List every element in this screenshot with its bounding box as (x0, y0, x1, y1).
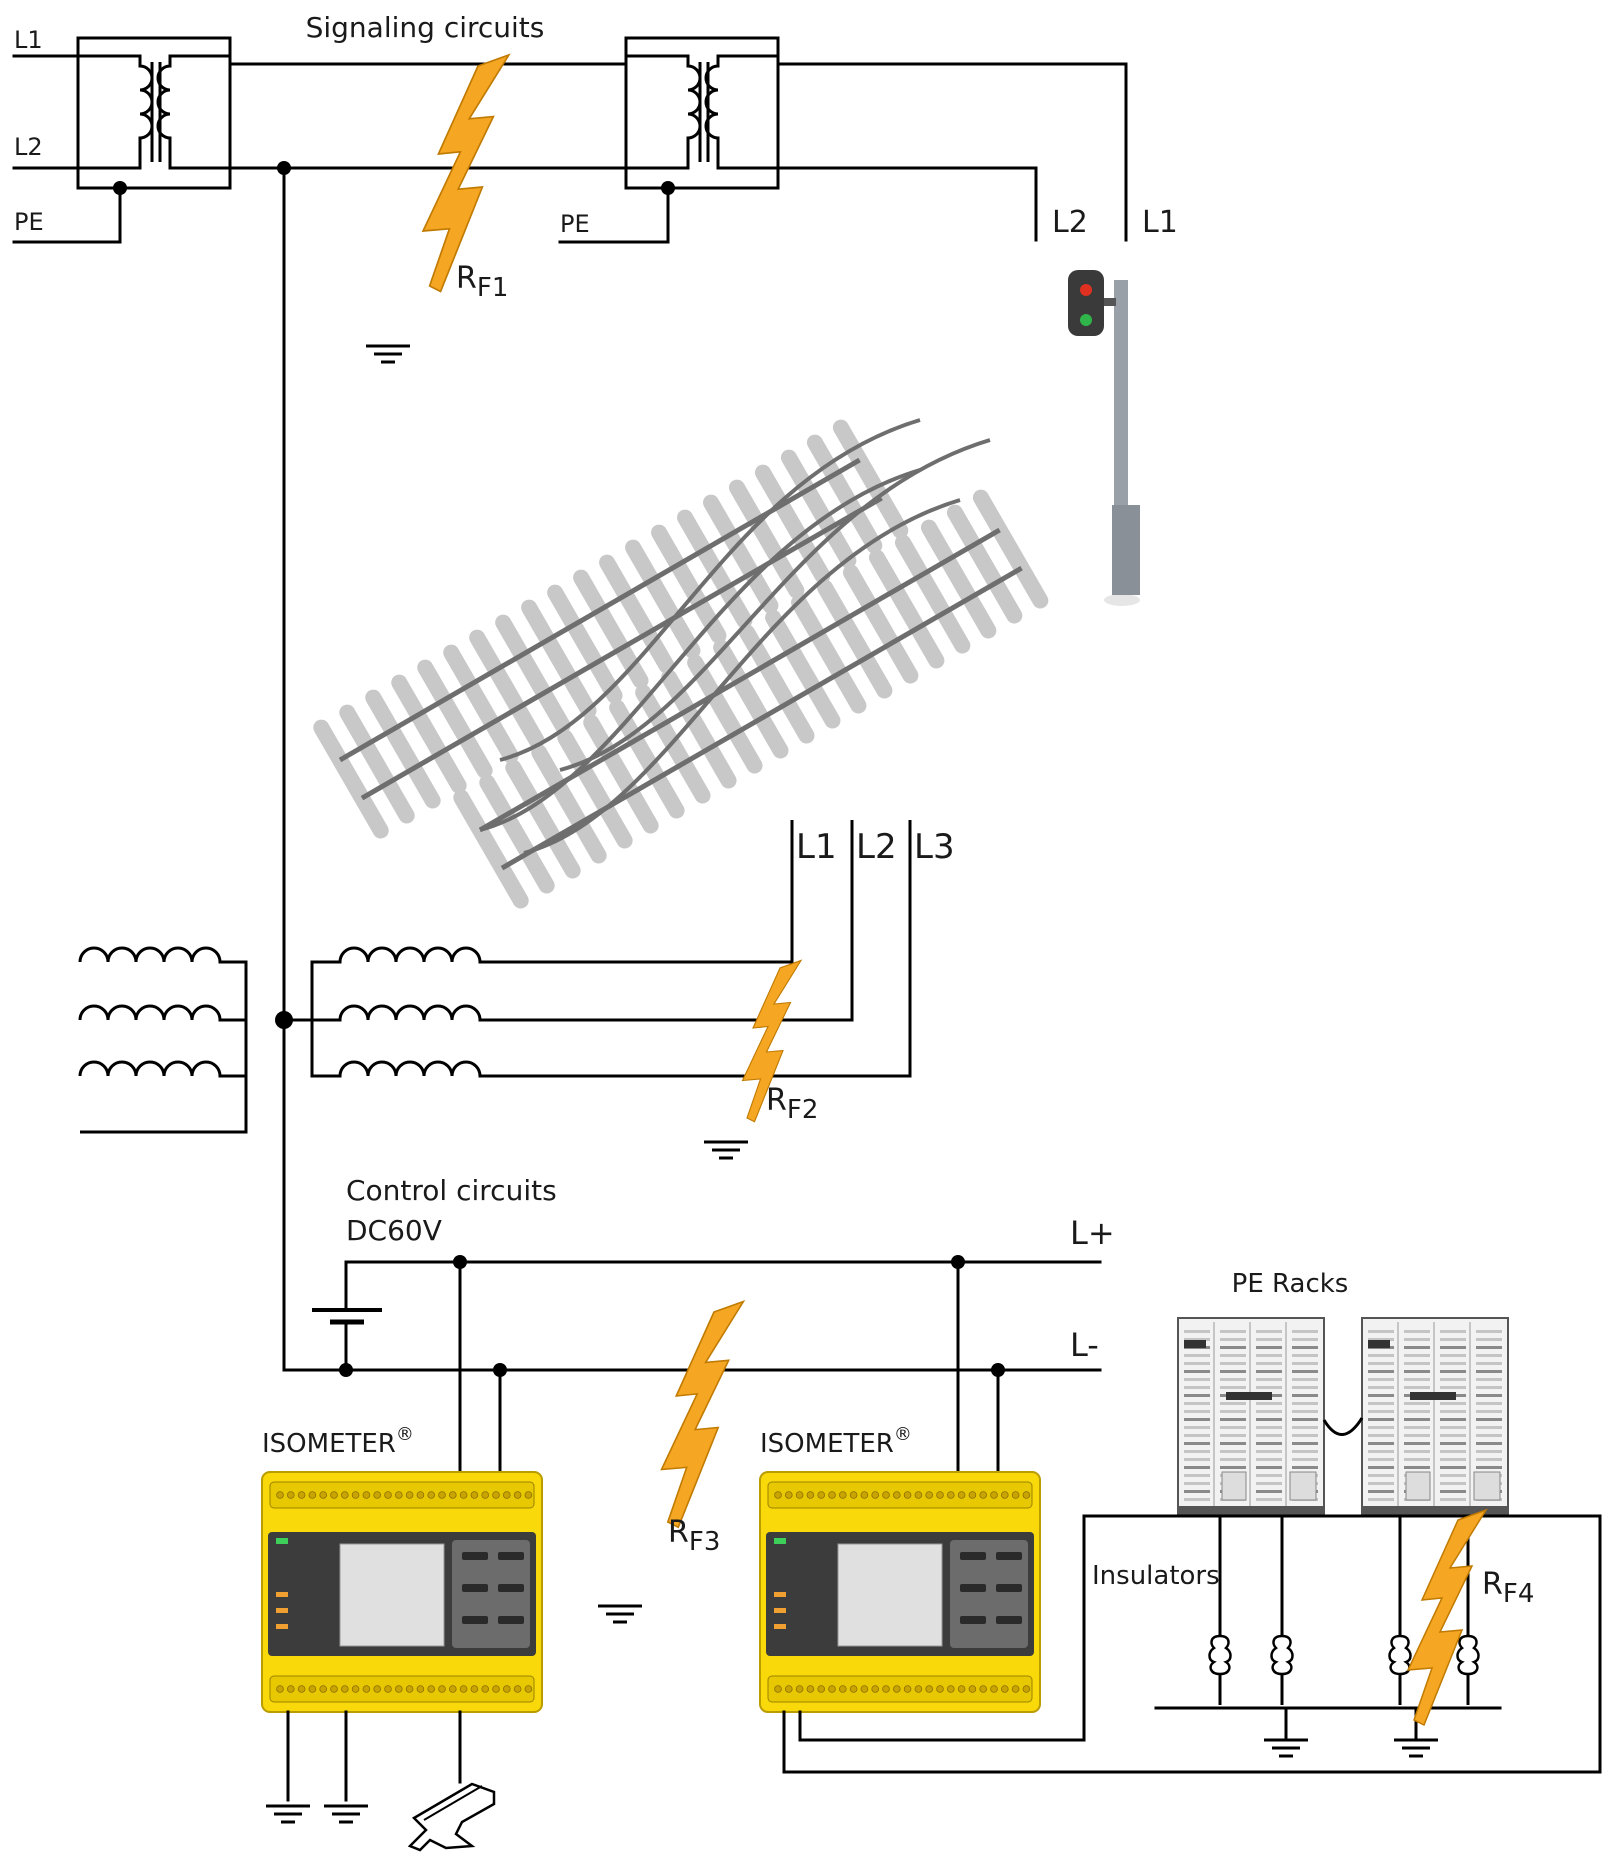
isometer-2-label: ISOMETER® (760, 1424, 912, 1459)
label-l2-input: L2 (14, 133, 43, 161)
lightning-fault-icon (596, 1300, 745, 1624)
lightning-fault-icon (1407, 1509, 1487, 1726)
pe-rack-icon (1177, 1317, 1325, 1517)
earth-bus-wire (277, 161, 291, 1372)
fault-rf1-label: RF1 (456, 261, 508, 303)
isometer-1-outputs (264, 1710, 462, 1824)
label-pe-transformer2: PE (560, 210, 590, 238)
isometer-1-label: ISOMETER® (262, 1424, 414, 1459)
traffic-signal-icon (1068, 270, 1140, 606)
insulator-icon (1208, 1514, 1232, 1707)
label-l1-signal: L1 (1142, 205, 1178, 240)
label-l2-3phase: L2 (856, 827, 897, 867)
label-l2-signal: L2 (1052, 205, 1088, 240)
rack-frame-wires (782, 1514, 1602, 1774)
pe-rack-icon (1361, 1317, 1509, 1517)
isometer-device-icon (261, 1471, 543, 1713)
label-l1-3phase: L1 (796, 827, 837, 867)
lightning-fault-icon (702, 959, 802, 1160)
isometer-device-icon (759, 1471, 1041, 1713)
control-circuits-label: Control circuits (346, 1174, 557, 1207)
battery-icon (312, 1308, 382, 1336)
dc-voltage-label: DC60V (346, 1214, 442, 1247)
railway-switch-icon (313, 418, 1049, 909)
rail-profile-icon (407, 1782, 496, 1852)
transformer-icon (624, 36, 780, 195)
lightning-fault-icon (364, 54, 510, 364)
fault-rf4-label: RF4 (1482, 1567, 1534, 1609)
pe-racks-label: PE Racks (1232, 1269, 1349, 1299)
label-l-plus: L+ (1070, 1214, 1115, 1252)
label-pe-input: PE (14, 208, 44, 236)
fault-rf2-label: RF2 (766, 1083, 818, 1125)
left-input-wires (12, 54, 122, 244)
label-l-minus: L- (1070, 1326, 1099, 1364)
insulators-label: Insulators (1092, 1561, 1220, 1591)
insulator-icon (1270, 1514, 1294, 1707)
rack-link-cable (1322, 1417, 1364, 1436)
three-phase-transformer-icon (78, 820, 912, 1134)
label-l1-input: L1 (14, 26, 43, 54)
label-l3-3phase: L3 (914, 827, 955, 867)
fault-rf3-label: RF3 (668, 1515, 720, 1557)
signaling-wires (228, 62, 1128, 244)
transformer-icon (76, 36, 232, 195)
insulator-icon (1388, 1514, 1412, 1707)
signaling-circuits-label: Signaling circuits (306, 11, 545, 44)
